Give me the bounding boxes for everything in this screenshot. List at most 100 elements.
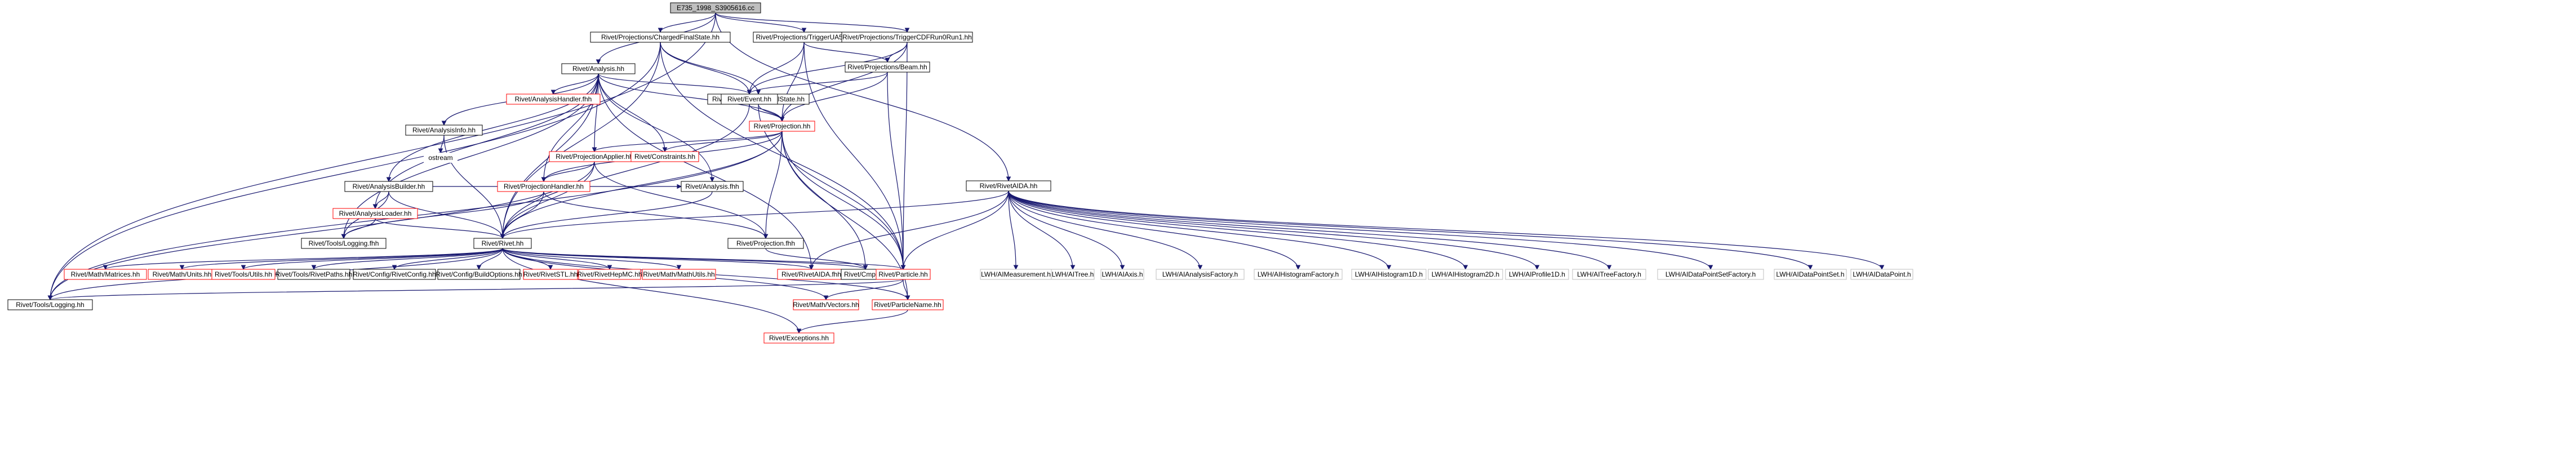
node-rconfig[interactable]: Rivet/Config/RivetConfig.hh xyxy=(353,269,436,280)
arrowhead-analysis-to-ainfo xyxy=(441,121,447,126)
node-laxis[interactable]: LWH/AIAxis.h xyxy=(1100,269,1144,280)
node-box xyxy=(876,269,931,280)
node-particle[interactable]: Rivet/Particle.hh xyxy=(876,269,931,280)
node-abuilder[interactable]: Rivet/AnalysisBuilder.hh xyxy=(344,181,433,192)
node-papplier[interactable]: Rivet/ProjectionApplier.hh xyxy=(549,151,640,162)
edge-rivetaida-to-lafact xyxy=(1008,190,1201,270)
node-exceptions[interactable]: Rivet/Exceptions.hh xyxy=(763,332,834,344)
node-rivetaida[interactable]: Rivet/RivetAIDA.hh xyxy=(966,180,1051,192)
node-event[interactable]: Rivet/Event.hh xyxy=(721,94,778,105)
node-lmeas[interactable]: LWH/AIMeasurement.h xyxy=(980,269,1052,280)
node-box xyxy=(966,180,1051,192)
edge-rivethh-to-utils xyxy=(243,248,503,270)
node-label: Rivet/ProjectionApplier.hh xyxy=(556,153,633,161)
node-ltree[interactable]: LWH/AITree.h xyxy=(1051,269,1095,280)
node-utils[interactable]: Rivet/Tools/Utils.hh xyxy=(211,269,276,280)
node-label: Rivet/ProjectionHandler.hh xyxy=(504,183,584,190)
node-afhh[interactable]: Rivet/Analysis.fhh xyxy=(681,181,744,192)
edge-event-to-projection xyxy=(749,104,783,122)
node-ainfo[interactable]: Rivet/AnalysisInfo.hh xyxy=(405,124,483,136)
node-hepmc[interactable]: Rivet/RivetHepMC.hh xyxy=(577,269,642,280)
edge-beam-to-event xyxy=(749,72,888,95)
arrowhead-projection-to-constraints xyxy=(662,147,668,153)
edge-pfhh-to-cmpfhh xyxy=(765,248,866,270)
edge-particle-to-vectors xyxy=(825,279,904,300)
node-tua5[interactable]: Rivet/Projections/TriggerUA5.hh xyxy=(753,32,855,43)
node-label: LWH/AITree.h xyxy=(1052,270,1094,278)
node-lh1[interactable]: LWH/AIHistogram1D.h xyxy=(1351,269,1427,280)
node-ltfact[interactable]: LWH/AITreeFactory.h xyxy=(1572,269,1646,280)
node-phandler[interactable]: Rivet/ProjectionHandler.hh xyxy=(497,181,590,192)
arrowhead-particle-to-vectors xyxy=(823,295,829,301)
node-label: Rivet/Constraints.hh xyxy=(634,153,695,161)
edge-analysis-to-event xyxy=(598,73,750,95)
node-projection[interactable]: Rivet/Projection.hh xyxy=(749,121,815,132)
arrowhead-rivetaida-to-lmeas xyxy=(1013,265,1019,270)
node-label: LWH/AITreeFactory.h xyxy=(1577,270,1641,278)
node-ahandler[interactable]: Rivet/AnalysisHandler.fhh xyxy=(506,94,601,105)
node-box xyxy=(1774,269,1847,280)
node-label: Rivet/RivetSTL.hh xyxy=(523,270,578,278)
edge-tcdf-to-projection xyxy=(781,42,908,122)
edge-projection-to-constraints xyxy=(664,131,783,152)
edge-afhh-to-rivethh xyxy=(502,191,713,239)
node-box xyxy=(1156,269,1245,280)
node-box xyxy=(1051,269,1095,280)
arrowhead-rivetaida-to-ldpsfact xyxy=(1708,265,1713,270)
node-beam[interactable]: Rivet/Projections/Beam.hh xyxy=(845,61,930,73)
edge-fs-to-projection xyxy=(758,104,783,122)
node-label: Rivet/Projection.hh xyxy=(754,122,811,130)
node-logfhh[interactable]: Rivet/Tools/Logging.fhh xyxy=(301,238,387,249)
node-ldp[interactable]: LWH/AIDataPoint.h xyxy=(1850,269,1913,280)
node-label: Rivet/Math/Units.hh xyxy=(153,270,212,278)
node-label: Rivet/AnalysisInfo.hh xyxy=(412,126,476,134)
node-ldpsfact[interactable]: LWH/AIDataPointSetFactory.h xyxy=(1657,269,1764,280)
node-label: Rivet/AnalysisLoader.hh xyxy=(339,210,412,217)
node-units[interactable]: Rivet/Math/Units.hh xyxy=(148,269,216,280)
node-constraints[interactable]: Rivet/Constraints.hh xyxy=(630,151,699,162)
arrowhead-analysis-to-abuilder xyxy=(386,177,392,183)
node-label: Rivet/ParticleName.hh xyxy=(874,301,941,309)
edge-projection-to-papplier xyxy=(594,131,783,152)
node-pname[interactable]: Rivet/ParticleName.hh xyxy=(872,299,944,310)
edge-aloader-to-logfhh xyxy=(343,218,376,239)
node-lh2[interactable]: LWH/AIHistogram2D.h xyxy=(1428,269,1503,280)
arrowhead-phandler-to-pfhh xyxy=(763,234,769,239)
edge-root-to-tcdf xyxy=(715,12,908,33)
node-logging[interactable]: Rivet/Tools/Logging.hh xyxy=(7,299,93,310)
node-box xyxy=(763,332,834,344)
arrowhead-rivetaida-to-ldp xyxy=(1879,265,1885,270)
node-box xyxy=(727,238,804,249)
node-lhfact[interactable]: LWH/AIHistogramFactory.h xyxy=(1254,269,1343,280)
dependency-edges xyxy=(47,12,1885,334)
node-matrices[interactable]: Rivet/Math/Matrices.hh xyxy=(64,269,147,280)
edge-rivetaida-to-lp1 xyxy=(1008,190,1538,270)
node-rpaths[interactable]: Rivet/Tools/RivetPaths.hh xyxy=(276,269,353,280)
node-rivethh[interactable]: Rivet/Rivet.hh xyxy=(473,238,532,249)
arrowhead-particle-to-pname xyxy=(905,295,911,301)
node-aidafhh[interactable]: Rivet/RivetAIDA.fhh xyxy=(777,269,846,280)
edge-event-to-rivethh xyxy=(502,104,750,239)
edge-tcdf-to-event xyxy=(749,42,908,95)
node-analysis[interactable]: Rivet/Analysis.hh xyxy=(561,63,636,74)
edge-rivetaida-to-ldp xyxy=(1008,190,1882,270)
node-bopts[interactable]: Rivet/Config/BuildOptions.hh xyxy=(436,269,522,280)
node-mathutils[interactable]: Rivet/Math/MathUtils.hh xyxy=(642,269,716,280)
node-lafact[interactable]: LWH/AIAnalysisFactory.h xyxy=(1156,269,1245,280)
node-pfhh[interactable]: Rivet/Projection.fhh xyxy=(727,238,804,249)
node-box xyxy=(721,94,778,105)
node-root[interactable]: E735_1998_S3905616.cc xyxy=(670,2,761,14)
node-aloader[interactable]: Rivet/AnalysisLoader.hh xyxy=(332,208,418,219)
node-tcdf[interactable]: Rivet/Projections/TriggerCDFRun0Run1.hh xyxy=(841,32,973,43)
node-label: Rivet/Projections/ChargedFinalState.hh xyxy=(601,33,719,41)
node-lp1[interactable]: LWH/AIProfile1D.h xyxy=(1505,269,1569,280)
node-cfs[interactable]: Rivet/Projections/ChargedFinalState.hh xyxy=(590,32,731,43)
node-vectors[interactable]: Rivet/Math/Vectors.hh xyxy=(793,299,859,310)
node-box xyxy=(642,269,716,280)
arrowhead-abuilder-to-aloader xyxy=(372,204,378,210)
edge-root-to-tua5 xyxy=(715,12,805,33)
node-ldps[interactable]: LWH/AIDataPointSet.h xyxy=(1774,269,1847,280)
file-nodes: E735_1998_S3905616.ccRivet/Projections/C… xyxy=(7,2,1913,344)
edge-rivetaida-to-ldpsfact xyxy=(1008,190,1711,270)
node-rstl[interactable]: Rivet/RivetSTL.hh xyxy=(523,269,578,280)
